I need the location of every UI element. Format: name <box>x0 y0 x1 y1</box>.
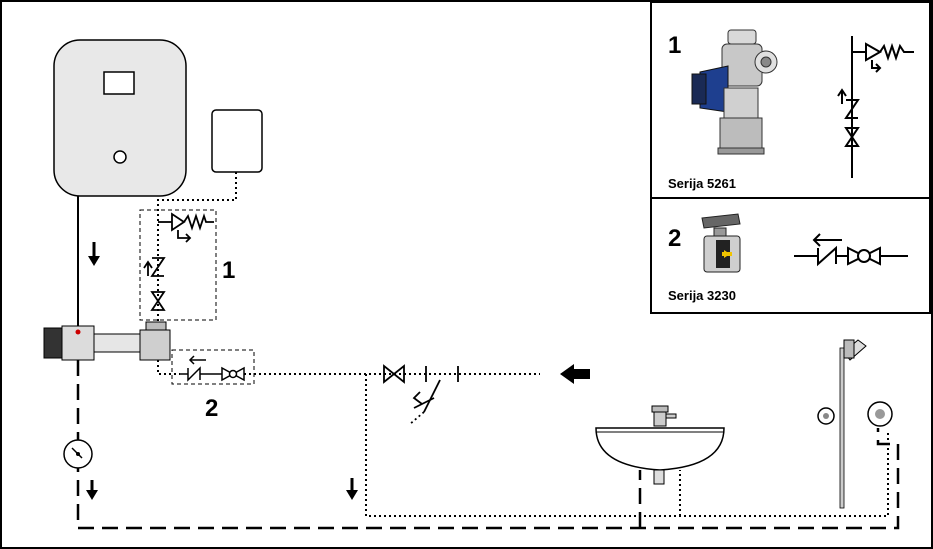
legend-item-1-series: Serija 5261 <box>668 176 736 191</box>
inlet-arrow-icon <box>560 364 590 384</box>
safety-group-symbol-icon <box>837 36 914 178</box>
expansion-tank-icon <box>211 109 263 173</box>
legend-item-1-number: 1 <box>668 32 681 59</box>
legend-panel <box>650 1 931 314</box>
check-valve-callout <box>171 349 255 385</box>
tank-connection <box>157 172 237 330</box>
callout-number-1: 1 <box>222 257 235 284</box>
flow-arrow-icon <box>86 480 98 500</box>
cold-branch <box>365 374 889 517</box>
flow-arrow-icon <box>88 242 100 266</box>
safety-valve-icon <box>158 212 214 243</box>
safety-group-callout <box>139 209 217 321</box>
flow-arrow-icon <box>346 478 358 500</box>
check-and-shutoff-inline-icon <box>180 355 245 382</box>
filter-icon <box>409 366 459 425</box>
hot-water-line <box>76 360 900 530</box>
main-shutoff-valve-icon <box>383 364 405 384</box>
check-valve-icon <box>143 257 166 277</box>
pressure-gauge-icon <box>63 439 93 469</box>
valve-assembly-5261-icon <box>691 29 778 155</box>
mixing-fitting-icon <box>43 321 171 361</box>
ball-valve-3230-icon <box>701 213 741 273</box>
faucet-icon <box>651 405 677 427</box>
water-heater-icon <box>53 39 187 197</box>
shutoff-valve-icon <box>150 291 166 311</box>
shower-icon <box>817 339 893 509</box>
legend-item-1: 1 Serija 5261 <box>668 29 914 191</box>
cold-supply-line <box>157 360 180 375</box>
legend-item-2-number: 2 <box>668 225 681 252</box>
legend-item-2: 2 Serija 3230 <box>668 213 908 303</box>
washbasin-icon <box>595 427 725 485</box>
check-and-shutoff-symbol-icon <box>794 233 908 267</box>
legend-item-2-series: Serija 3230 <box>668 288 736 303</box>
callout-number-2: 2 <box>205 395 218 422</box>
